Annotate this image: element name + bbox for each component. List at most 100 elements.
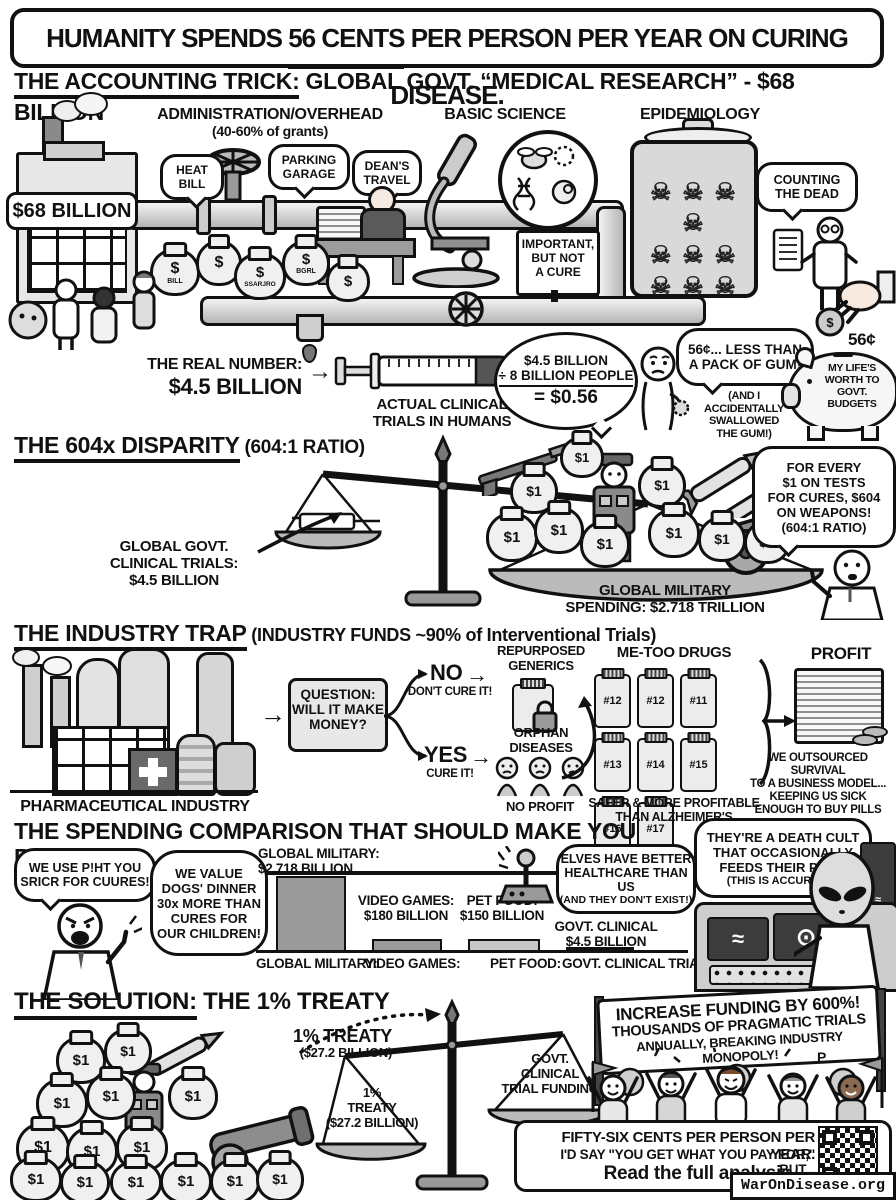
bag-label: $1: [53, 1094, 71, 1112]
heat-bill-bubble: HEAT BILL: [160, 154, 224, 200]
bottle-label: #16: [603, 823, 622, 835]
column-admin-label: ADMINISTRATION/OVERHEAD: [157, 106, 383, 123]
bottle-label: #11: [689, 695, 708, 707]
desk-leg: [392, 255, 404, 285]
elves-bubble: ELVES HAVE BETTER HEALTHCARE THAN US (AN…: [556, 844, 696, 914]
column-epi-label: EPIDEMIOLOGY: [640, 106, 760, 123]
smoke-puff-icon: [42, 656, 72, 676]
bag-dollar: $: [170, 259, 180, 277]
main-title-post: PER PERSON PER YEAR ON CURING DISEASE.: [390, 23, 849, 110]
water-drop-icon: [302, 344, 317, 363]
factory-roofline: [43, 141, 105, 161]
metoo-bottle: #12: [594, 674, 631, 728]
section5-heading: THE SOLUTION: THE 1% TREATY: [14, 988, 614, 1021]
ground-line: [10, 790, 258, 793]
balance-scale-icon: [257, 434, 824, 607]
real-number-value: $4.5 BILLION: [168, 374, 303, 399]
money-bag-icon: $ SSARJRO: [234, 252, 286, 300]
bag-caption: BILL: [167, 277, 183, 285]
piggy-text: MY LIFE'S WORTH TO GOVT. BUDGETS: [824, 362, 880, 410]
section4-title: THE SPENDING COMPARISON THAT SHOULD MAKE…: [14, 818, 694, 876]
bag-label: $1: [27, 1170, 45, 1188]
qr-finder: [859, 1130, 874, 1145]
real-number-label: THE REAL NUMBER:: [147, 356, 302, 373]
epidemiologist-icon: [772, 216, 858, 310]
sad-patients-icon: [495, 756, 585, 797]
alien-icon: [794, 852, 880, 988]
bar4-value-label: GOVT. CLINICAL $4.5 BILLION: [554, 919, 658, 950]
pharma-chimney: [22, 664, 43, 748]
treaty-pile-bag: $1: [86, 1072, 136, 1120]
treaty-pile-bag: $1: [10, 1156, 62, 1200]
axis-pet-food: PET FOOD:: [490, 956, 561, 971]
gum-sub-note: (AND I ACCIDENTALLY SWALLOWED THE GUM!): [703, 390, 785, 440]
axis-govt-clinical: GOVT. CLINICAL TRIALS:: [562, 956, 720, 971]
bottle-label: #13: [603, 759, 622, 771]
metoo-bottle: #13: [594, 738, 631, 792]
money-bag-icon: $ BILL: [150, 248, 200, 296]
pipe-amount-sign: $68 BILLION: [6, 192, 138, 230]
syringe-caption: ACTUAL CLINICAL TRIALS IN HUMANS: [372, 396, 512, 431]
bar-video-games: [372, 939, 442, 950]
yes-label: YES: [424, 742, 468, 767]
math-line2: ÷ 8 BILLION PEOPLE: [498, 368, 634, 387]
math-bubble: $4.5 BILLION ÷ 8 BILLION PEOPLE = $0.56: [494, 332, 638, 430]
bag-label: $1: [654, 477, 670, 493]
pile-missile-icon: [148, 1031, 225, 1077]
sign-post: [551, 290, 558, 302]
bar-pet-food: [468, 939, 540, 950]
counting-dead-bubble: COUNTING THE DEAD: [756, 162, 858, 212]
bag-label: $1: [272, 1171, 288, 1187]
pharma-caption: PHARMACEUTICAL INDUSTRY: [20, 798, 250, 815]
outsourced-caption: WE OUTSOURCED SURVIVAL TO A BUSINESS MOD…: [749, 752, 887, 817]
generic-bottle-icon: [512, 684, 558, 733]
pharma-smalltank: [214, 742, 256, 796]
main-title-pre: HUMANITY SPENDS: [46, 23, 289, 53]
bag-dollar: $: [255, 264, 265, 281]
bag-label: $1: [184, 1087, 202, 1105]
money-stack-icon: [794, 668, 884, 744]
piggy-eye: [807, 379, 812, 384]
parking-garage-bubble: PARKING GARAGE: [268, 144, 350, 190]
section1-title: THE ACCOUNTING TRICK:: [14, 68, 300, 100]
bottle-label: #17: [646, 823, 665, 835]
metoo-bottle: #12: [637, 674, 674, 728]
bag-label: $1: [133, 1138, 151, 1156]
money-bag-icon: $: [326, 260, 370, 302]
bag-label: $1: [596, 535, 614, 553]
math-line3: = $0.56: [534, 387, 598, 408]
no-sub: DON'T CURE IT!: [407, 686, 493, 698]
bar2-value-label: VIDEO GAMES: $180 BILLION: [357, 893, 455, 924]
bag-label: $1: [76, 1173, 94, 1191]
no-arrow: →: [466, 662, 488, 687]
gum-bubble: 56¢... LESS THAN A PACK OF GUM!: [676, 328, 814, 386]
bag-label: $1: [665, 524, 683, 542]
ratio-bubble: FOR EVERY $1 ON TESTS FOR CURES, $604 ON…: [752, 446, 896, 548]
piggy-snout: [781, 383, 801, 409]
bag-label: $1: [226, 1172, 244, 1190]
svg-text:$: $: [826, 315, 834, 330]
metoo-bottle: #15: [680, 738, 717, 792]
bag-label: $1: [177, 1172, 195, 1190]
bottle-label: #15: [689, 759, 708, 771]
section2-subtitle: (604:1 RATIO): [239, 437, 366, 458]
bar-global-military: [276, 876, 346, 950]
wave-glyph: ≈: [731, 926, 745, 951]
bottle-label: #14: [646, 759, 665, 771]
console-screen-wave: ≈: [707, 917, 769, 961]
padlock-icon: [532, 700, 558, 733]
piggy-bank-icon: MY LIFE'S WORTH TO GOVT. BUDGETS: [781, 344, 896, 441]
worried-person-icon: [640, 346, 690, 431]
section3-heading: THE INDUSTRY TRAP (INDUSTRY FUNDS ~90% o…: [14, 620, 884, 652]
skull-icons: ☠ ☠ ☠ ☠ ☠ ☠ ☠ ☠ ☠ ☠ ☠ ☠ ☠ ☠: [650, 179, 738, 298]
column-admin-sub: (40-60% of grants): [212, 123, 328, 139]
axis-video-games: VIDEO GAMES:: [364, 956, 461, 971]
right-pan-label: GOVT. CLINICAL TRIAL FUNDING: [501, 1051, 599, 1096]
repurposed-label: REPURPOSED GENERICS: [496, 643, 586, 673]
column-basic-label: BASIC SCIENCE: [444, 106, 566, 123]
bag-caption: BGRL: [296, 268, 316, 275]
axis-global-military: GLOBAL MILITARY:: [256, 956, 378, 971]
bottle-label: #12: [646, 695, 665, 707]
question-box: QUESTION: WILL IT MAKE MONEY?: [288, 678, 388, 752]
section4-heading: THE SPENDING COMPARISON THAT SHOULD MAKE…: [14, 818, 694, 876]
